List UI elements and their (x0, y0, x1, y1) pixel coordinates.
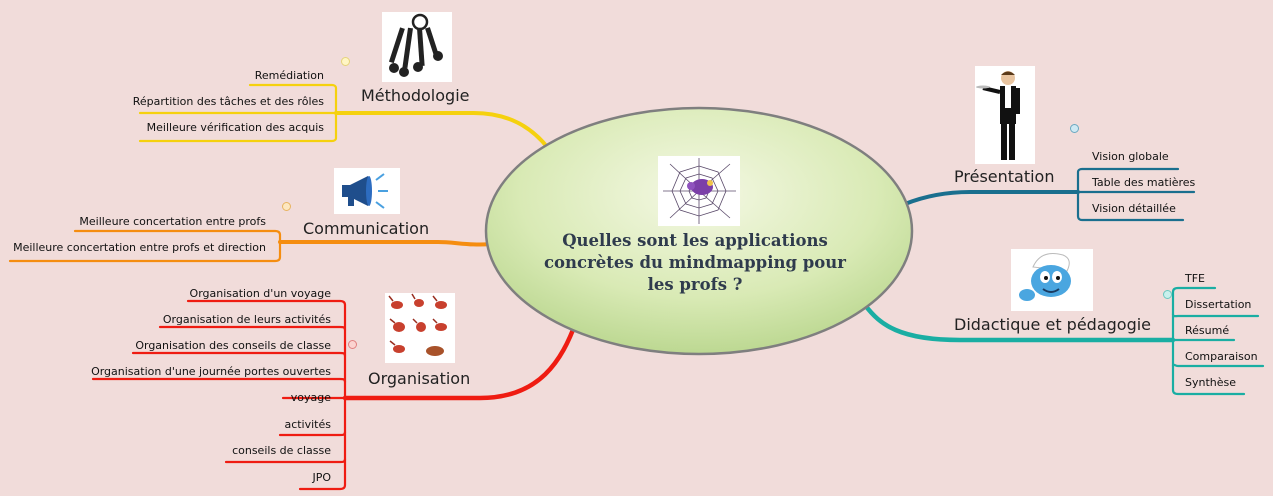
didactique-item[interactable]: Résumé (1185, 324, 1230, 337)
topic-organisation[interactable]: Organisation (368, 369, 471, 388)
megaphone-icon (334, 168, 400, 214)
spider-web-icon (658, 156, 740, 226)
didactique-item[interactable]: Dissertation (1185, 298, 1252, 311)
methodologie-item[interactable]: Remédiation (254, 69, 324, 82)
didactique-item[interactable]: Synthèse (1185, 376, 1237, 389)
keys-icon (382, 12, 452, 82)
organisation-connectors (91, 299, 579, 491)
topic-didactique[interactable]: Didactique et pédagogie (954, 315, 1152, 334)
methodologie-item[interactable]: Répartition des tâches et des rôles (132, 95, 324, 108)
methodologie-note-icon[interactable] (341, 57, 350, 66)
organisation-item[interactable]: Organisation de leurs activités (162, 313, 331, 326)
communication-item[interactable]: Meilleure concertation entre profs et di… (13, 241, 266, 254)
organisation-item[interactable]: Organisation d'une journée portes ouvert… (91, 365, 331, 378)
lobsters-icon (385, 293, 455, 363)
topic-communication[interactable]: Communication (303, 219, 430, 238)
topic-presentation[interactable]: Présentation (954, 167, 1055, 186)
waiter-icon (975, 66, 1035, 164)
central-topic-title[interactable]: Quelles sont les applications concrètes … (544, 231, 846, 294)
topic-methodologie[interactable]: Méthodologie (361, 86, 470, 105)
presentation-item[interactable]: Vision détaillée (1092, 202, 1176, 215)
organisation-item[interactable]: Organisation des conseils de classe (135, 339, 331, 352)
organisation-item[interactable]: voyage (290, 391, 331, 404)
smurf-icon (1011, 249, 1093, 311)
presentation-item[interactable]: Table des matières (1092, 176, 1196, 189)
organisation-item[interactable]: Organisation d'un voyage (189, 287, 331, 300)
communication-item[interactable]: Meilleure concertation entre profs (79, 215, 266, 228)
organisation-item[interactable]: JPO (312, 471, 331, 484)
presentation-item[interactable]: Vision globale (1092, 150, 1169, 163)
methodologie-item[interactable]: Meilleure vérification des acquis (146, 121, 324, 134)
communication-note-icon[interactable] (282, 202, 291, 211)
presentation-note-icon[interactable] (1070, 124, 1079, 133)
didactique-item[interactable]: TFE (1185, 272, 1205, 285)
didactique-note-icon[interactable] (1163, 290, 1172, 299)
communication-connectors (8, 229, 494, 263)
organisation-item[interactable]: conseils de classe (232, 444, 331, 457)
presentation-connectors (903, 167, 1196, 222)
organisation-note-icon[interactable] (348, 340, 357, 349)
didactique-item[interactable]: Comparaison (1185, 350, 1258, 363)
methodologie-connectors (138, 83, 550, 150)
didactique-connectors (862, 286, 1265, 396)
central-topic-bubble[interactable] (484, 106, 914, 356)
organisation-item[interactable]: activités (284, 418, 331, 431)
